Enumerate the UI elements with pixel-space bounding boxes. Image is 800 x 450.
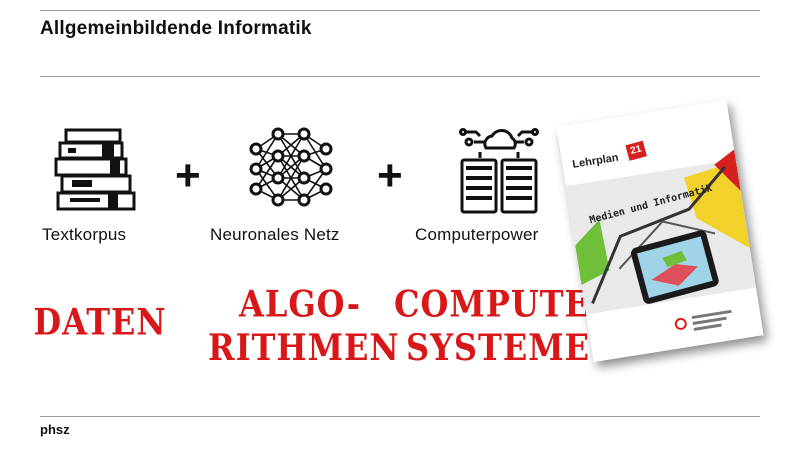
label-daten: DATEN bbox=[30, 300, 170, 344]
neural-network-icon bbox=[249, 127, 333, 207]
footer-rule bbox=[40, 416, 760, 417]
label-algorithmen: ALGO- RITHMEN bbox=[208, 282, 400, 370]
books-icon bbox=[54, 128, 136, 211]
label-computersysteme-line-2: SYSTEME bbox=[405, 325, 591, 370]
caption-computerpower: Computerpower bbox=[415, 225, 539, 244]
top-rule bbox=[40, 10, 760, 11]
caption-textkorpus: Textkorpus bbox=[42, 225, 127, 244]
title-rule bbox=[40, 76, 760, 77]
footer-label: phsz bbox=[40, 422, 70, 437]
label-algorithmen-line-2: RITHMEN bbox=[208, 325, 400, 370]
label-computersysteme: COMPUTER- SYSTEME bbox=[394, 282, 632, 370]
page-title: Allgemeinbildende Informatik bbox=[40, 18, 312, 39]
booklet-cover-art bbox=[556, 100, 764, 362]
label-daten-line-1: DATEN bbox=[33, 300, 167, 344]
plus-operator-1: + bbox=[175, 151, 201, 200]
label-algorithmen-line-1: ALGO- bbox=[239, 282, 361, 326]
plus-operator-2: + bbox=[377, 151, 403, 200]
server-cloud-icon bbox=[459, 128, 539, 214]
caption-neuronales-netz: Neuronales Netz bbox=[210, 225, 340, 244]
lehrplan-booklet: Lehrplan 21 Medien und Informatik bbox=[556, 100, 764, 362]
label-computersysteme-line-1: COMPUTER- bbox=[394, 282, 632, 326]
